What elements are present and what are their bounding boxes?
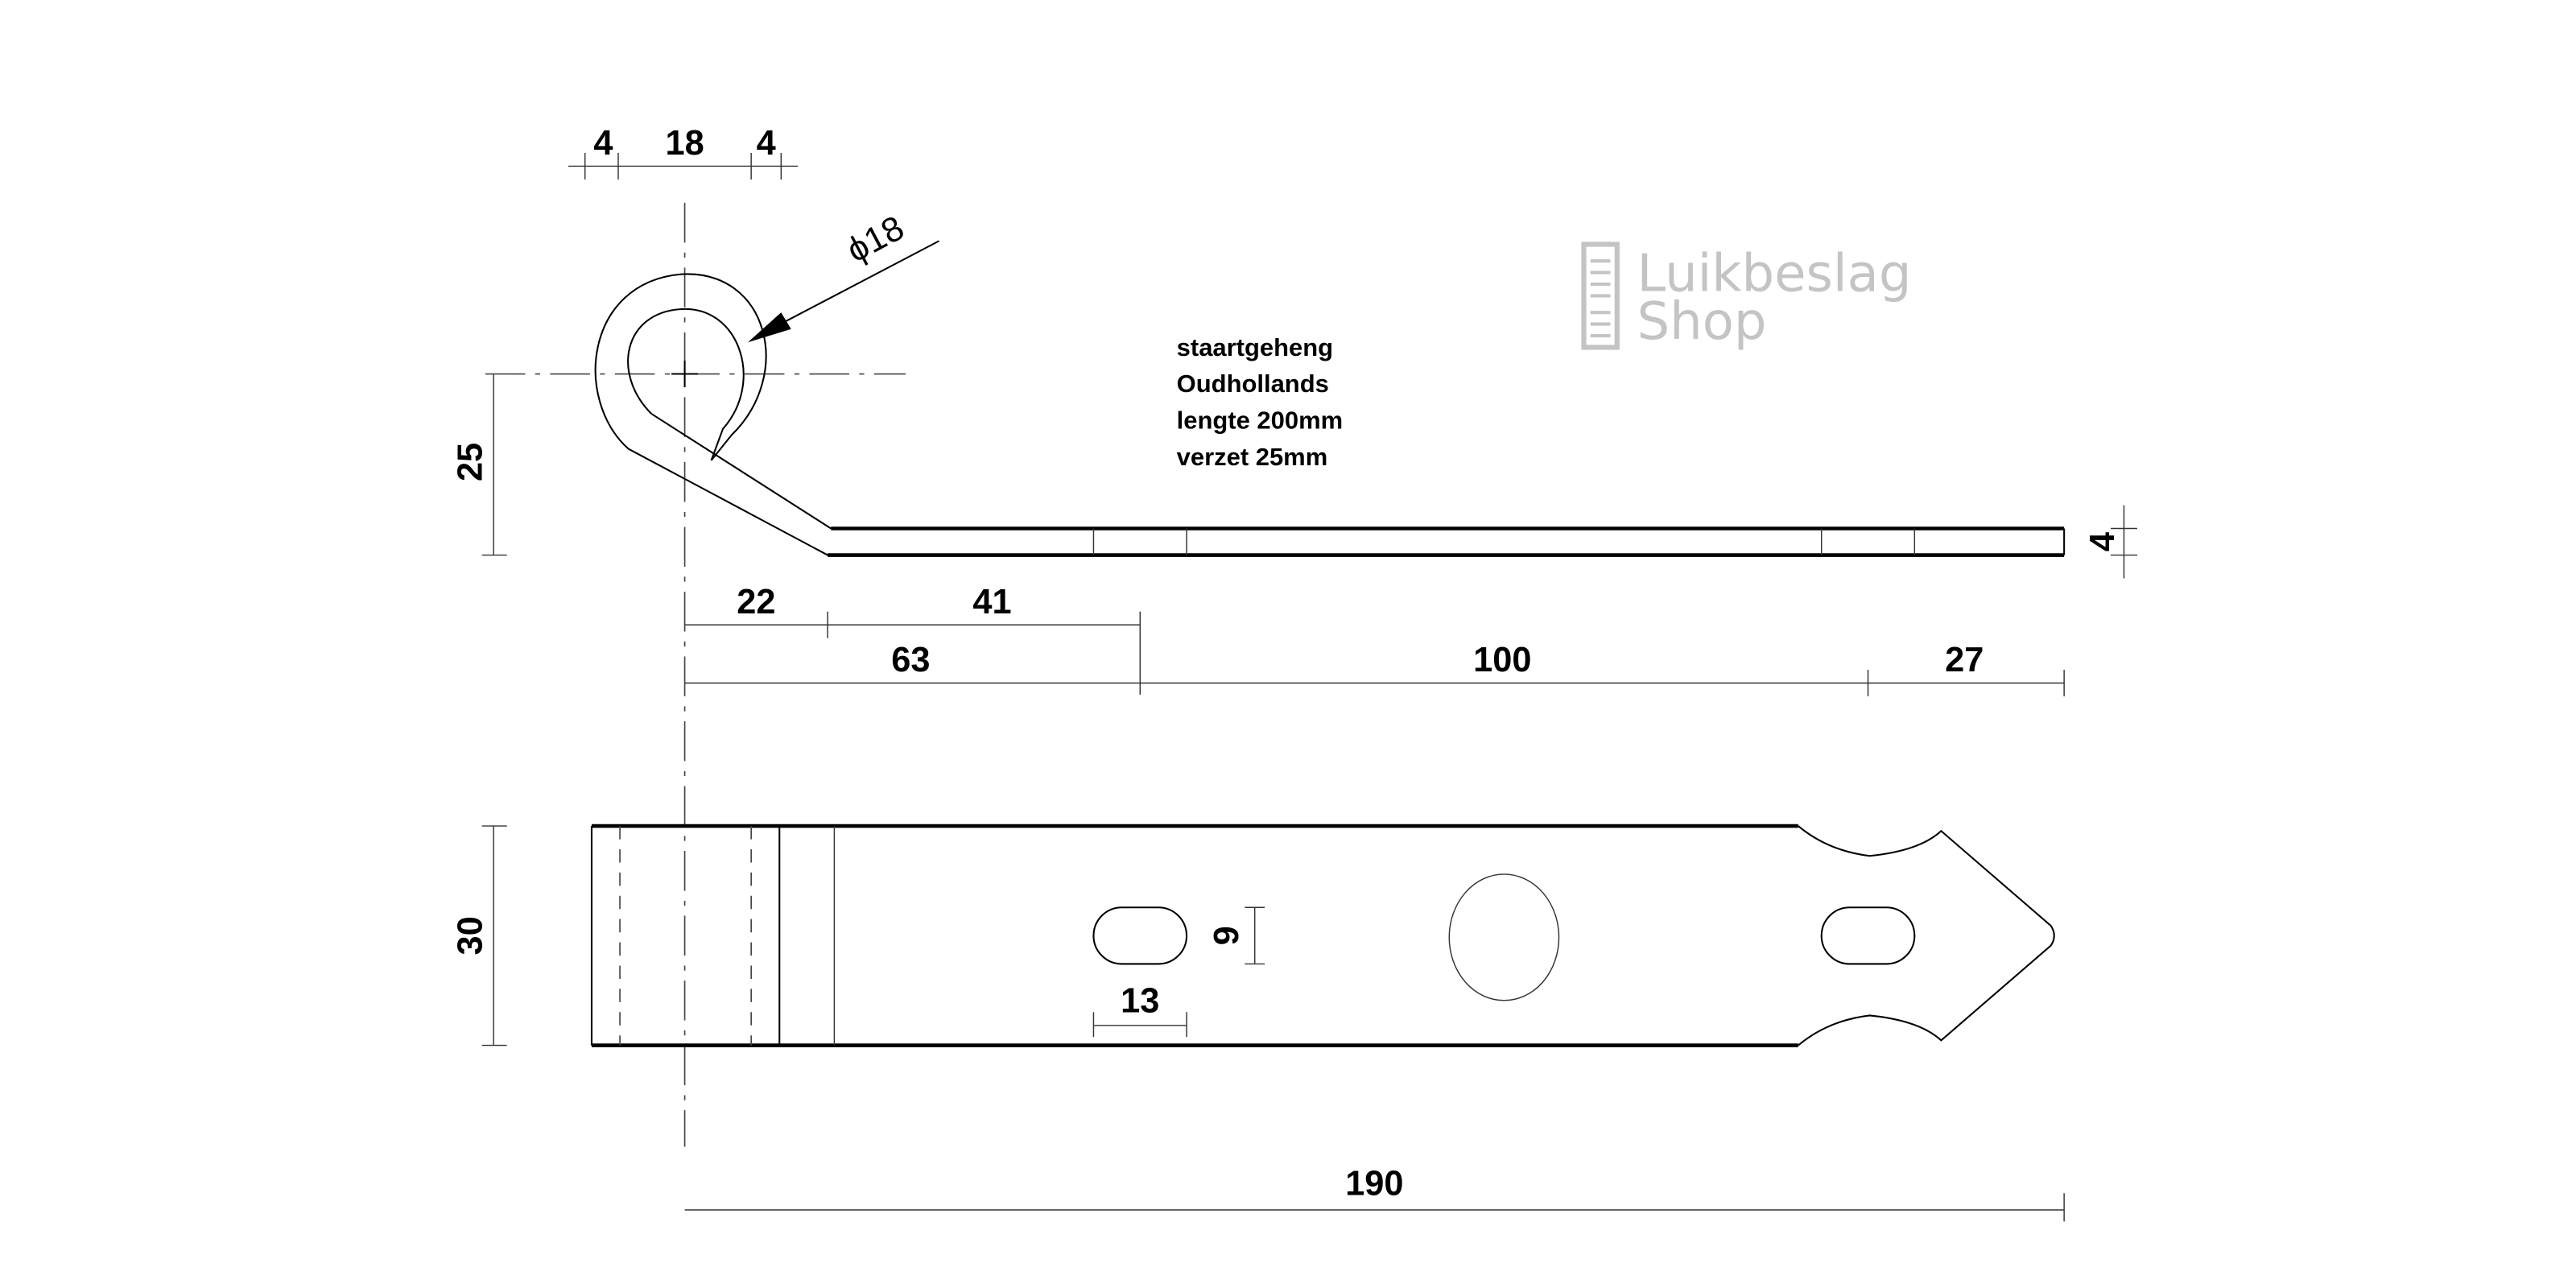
length-dimensions: 22 41 63 100 27: [684, 583, 2065, 697]
dim-eye-wall-right: 4: [757, 124, 776, 163]
dim-bend-to-hole: 41: [972, 583, 1011, 621]
eye-outer: [594, 273, 767, 461]
dim-total-length: 190: [1345, 1164, 1403, 1203]
svg-text:Luikbeslag: Luikbeslag: [1637, 244, 1912, 303]
dim-offset-height: 25: [452, 443, 490, 481]
svg-text:Oudhollands: Oudhollands: [1177, 369, 1329, 398]
dim-first-hole: 63: [891, 641, 930, 679]
dim-tip-length: 27: [1945, 641, 1984, 679]
dim-width: 30: [452, 916, 490, 955]
dim-eye-inner: 18: [665, 124, 704, 163]
svg-text:verzet 25mm: verzet 25mm: [1177, 443, 1328, 471]
top-view: [590, 824, 2055, 1047]
pointed-tip: [1798, 825, 2055, 1046]
center-bulge: [1448, 873, 1560, 1001]
eye-inner: [627, 308, 745, 461]
dim-thickness: 4: [2083, 532, 2122, 551]
side-view: [594, 273, 2066, 557]
svg-text:Shop: Shop: [1637, 292, 1767, 352]
dim-bend-horizontal: 22: [737, 583, 775, 621]
eye-width-dimensions: 4 18 4: [568, 124, 798, 180]
slot-hole-left: [1092, 906, 1188, 965]
svg-text:lengte 200mm: lengte 200mm: [1177, 407, 1343, 435]
product-note: staartgeheng Oudhollands lengte 200mm ve…: [1177, 333, 1343, 471]
dim-slot-height: 9: [1208, 926, 1246, 945]
dim-hole-spacing: 100: [1473, 641, 1531, 679]
dim-eye-wall-left: 4: [593, 124, 613, 163]
dim-slot-width: 13: [1121, 981, 1159, 1020]
slot-hole-right: [1820, 906, 1916, 965]
diameter-callout: ϕ18: [748, 208, 939, 343]
watermark-logo: Luikbeslag Shop: [1581, 242, 1912, 352]
svg-text:staartgeheng: staartgeheng: [1177, 333, 1333, 361]
